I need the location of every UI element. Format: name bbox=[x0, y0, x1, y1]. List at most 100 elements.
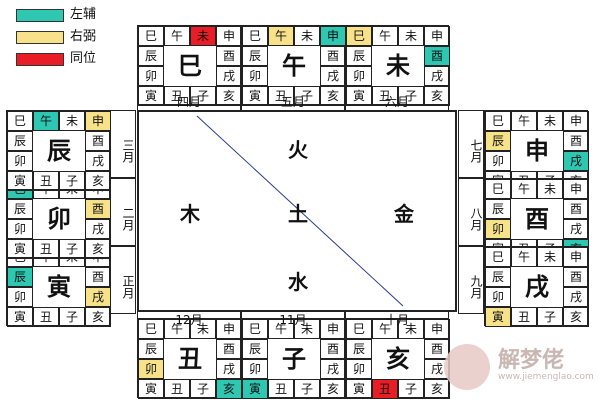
branch-cell: 卯 bbox=[485, 151, 511, 171]
branch-cell: 子 bbox=[294, 379, 320, 399]
branch-cell: 戌 bbox=[216, 66, 242, 86]
branch-cell: 寅 bbox=[7, 239, 33, 259]
watermark-title: 解梦佬 bbox=[498, 348, 565, 373]
branch-cell: 酉 bbox=[85, 199, 111, 219]
palace-name: 子 bbox=[282, 345, 306, 373]
palace-hai: 巳午未申酉戌亥子丑寅卯辰亥 bbox=[345, 318, 450, 399]
branch-cell: 酉 bbox=[216, 339, 242, 359]
branch-cell: 亥 bbox=[320, 379, 346, 399]
month-label: 12月 bbox=[137, 312, 241, 328]
branch-cell: 辰 bbox=[7, 267, 33, 287]
branch-cell: 酉 bbox=[216, 46, 242, 66]
branch-cell: 辰 bbox=[138, 46, 164, 66]
branch-cell: 卯 bbox=[485, 287, 511, 307]
branch-cell: 辰 bbox=[485, 267, 511, 287]
legend-item: 同位 bbox=[6, 50, 126, 68]
branch-cell: 亥 bbox=[424, 379, 450, 399]
branch-cell: 午 bbox=[372, 319, 398, 339]
branch-cell: 午 bbox=[511, 179, 537, 199]
branch-cell: 寅 bbox=[7, 307, 33, 327]
branch-cell: 卯 bbox=[242, 359, 268, 379]
branch-cell: 申 bbox=[216, 319, 242, 339]
palace-name: 戌 bbox=[525, 273, 549, 301]
palace-name: 申 bbox=[525, 137, 549, 165]
branch-cell: 寅 bbox=[242, 379, 268, 399]
branch-cell: 丑 bbox=[164, 379, 190, 399]
palace-name: 寅 bbox=[47, 273, 71, 301]
branch-cell: 子 bbox=[59, 239, 85, 259]
branch-cell: 酉 bbox=[424, 46, 450, 66]
branch-cell: 辰 bbox=[242, 46, 268, 66]
month-label: 九月 bbox=[458, 246, 484, 314]
branch-cell: 酉 bbox=[320, 339, 346, 359]
legend-label: 左辅 bbox=[70, 7, 97, 22]
branch-cell: 戌 bbox=[563, 287, 589, 307]
branch-cell: 未 bbox=[294, 26, 320, 46]
branch-cell: 未 bbox=[537, 111, 563, 131]
month-label: 正月 bbox=[110, 246, 136, 314]
palace-name: 亥 bbox=[386, 345, 410, 373]
palace-name: 巳 bbox=[178, 52, 202, 80]
branch-cell: 丑 bbox=[372, 379, 398, 399]
branch-cell: 子 bbox=[294, 86, 320, 106]
branch-cell: 戌 bbox=[424, 66, 450, 86]
branch-cell: 子 bbox=[59, 307, 85, 327]
month-label: 十月 bbox=[345, 312, 449, 328]
branch-cell: 丑 bbox=[164, 86, 190, 106]
branch-cell: 申 bbox=[216, 26, 242, 46]
branch-cell: 丑 bbox=[33, 239, 59, 259]
branch-cell: 戌 bbox=[320, 66, 346, 86]
branch-cell: 卯 bbox=[346, 359, 372, 379]
month-label: 八月 bbox=[458, 178, 484, 246]
element-earth: 土 bbox=[288, 202, 308, 226]
branch-cell: 申 bbox=[85, 111, 111, 131]
branch-cell: 亥 bbox=[85, 171, 111, 191]
branch-cell: 辰 bbox=[138, 339, 164, 359]
branch-cell: 辰 bbox=[346, 339, 372, 359]
month-label: 六月 bbox=[345, 94, 449, 110]
branch-cell: 子 bbox=[59, 171, 85, 191]
palace-zi: 巳午未申酉戌亥子丑寅卯辰子 bbox=[241, 318, 346, 399]
branch-cell: 戌 bbox=[85, 151, 111, 171]
branch-cell: 酉 bbox=[424, 339, 450, 359]
branch-cell: 子 bbox=[398, 86, 424, 106]
branch-cell: 巳 bbox=[242, 26, 268, 46]
branch-cell: 酉 bbox=[320, 46, 346, 66]
branch-cell: 酉 bbox=[563, 131, 589, 151]
branch-cell: 巳 bbox=[485, 179, 511, 199]
branch-cell: 未 bbox=[537, 247, 563, 267]
branch-cell: 申 bbox=[424, 319, 450, 339]
branch-cell: 辰 bbox=[7, 199, 33, 219]
palace-name: 丑 bbox=[178, 345, 202, 373]
legend-label: 右弼 bbox=[70, 29, 97, 44]
branch-cell: 丑 bbox=[33, 171, 59, 191]
palace-yin: 巳午未申酉戌亥子丑寅卯辰寅 bbox=[6, 246, 111, 327]
month-label: 二月 bbox=[110, 178, 136, 246]
branch-cell: 午 bbox=[511, 247, 537, 267]
branch-cell: 寅 bbox=[7, 171, 33, 191]
branch-cell: 亥 bbox=[424, 86, 450, 106]
branch-cell: 亥 bbox=[563, 307, 589, 327]
legend-item: 右弼 bbox=[6, 28, 126, 46]
branch-cell: 寅 bbox=[346, 379, 372, 399]
branch-cell: 申 bbox=[563, 179, 589, 199]
element-wood: 木 bbox=[180, 202, 200, 226]
branch-cell: 未 bbox=[190, 26, 216, 46]
branch-cell: 亥 bbox=[85, 307, 111, 327]
legend-swatch bbox=[16, 9, 64, 22]
branch-cell: 未 bbox=[398, 319, 424, 339]
month-label: 四月 bbox=[137, 94, 241, 110]
branch-cell: 未 bbox=[398, 26, 424, 46]
branch-cell: 丑 bbox=[372, 86, 398, 106]
branch-cell: 酉 bbox=[563, 267, 589, 287]
branch-cell: 子 bbox=[190, 379, 216, 399]
legend-swatch bbox=[16, 31, 64, 44]
branch-cell: 午 bbox=[33, 111, 59, 131]
branch-cell: 申 bbox=[563, 247, 589, 267]
branch-cell: 卯 bbox=[138, 66, 164, 86]
palace-xu: 巳午未申酉戌亥子丑寅卯辰戌 bbox=[484, 246, 589, 327]
branch-cell: 丑 bbox=[33, 307, 59, 327]
branch-cell: 辰 bbox=[485, 131, 511, 151]
branch-cell: 戌 bbox=[85, 287, 111, 307]
legend: 左辅右弼同位 bbox=[6, 6, 126, 86]
